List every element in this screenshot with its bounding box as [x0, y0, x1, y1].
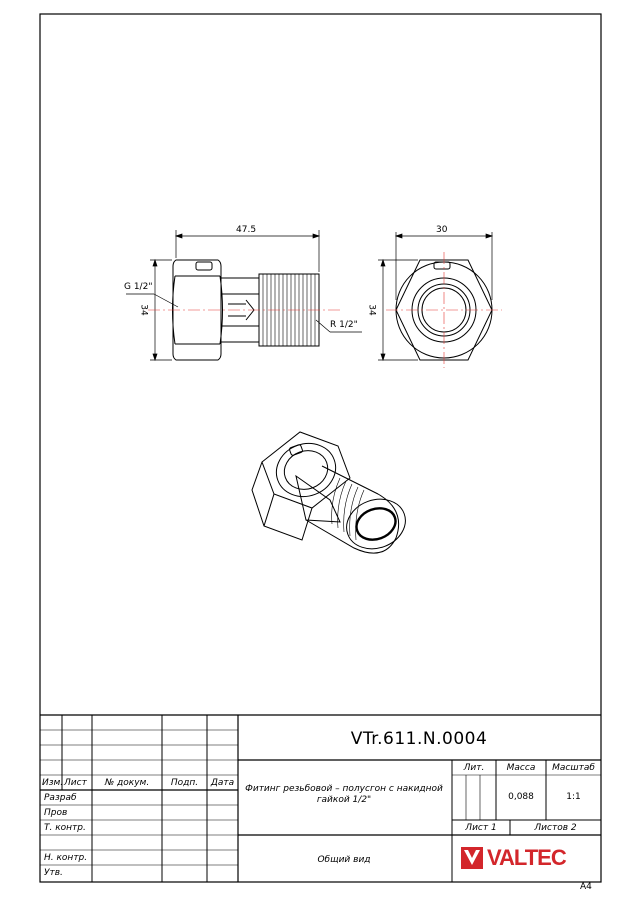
dim-length: 47.5 — [236, 225, 257, 235]
mass-value: 0,088 — [508, 792, 534, 802]
row-prov: Пров — [44, 808, 68, 818]
sheet-frame — [39, 13, 602, 883]
dim-height-left: 34 — [138, 304, 149, 316]
title-block-grid — [40, 714, 601, 882]
valtec-logo-mark — [461, 847, 483, 869]
thread-female-label: G 1/2" — [124, 282, 153, 292]
dim-width: 30 — [436, 225, 448, 235]
lit-label: Лит. — [463, 763, 485, 773]
col-list: Лист — [64, 778, 87, 788]
row-razrab: Разраб — [44, 793, 77, 803]
brand-name: VALTEC — [487, 845, 567, 870]
front-view — [126, 230, 362, 362]
dim-height-right: 34 — [366, 304, 377, 316]
document-title: Фитинг резьбовой – полусгон с накидной г… — [245, 784, 443, 805]
view-name: Общий вид — [317, 855, 371, 865]
doc-number: VTr.611.N.0004 — [350, 729, 488, 749]
scale-value: 1:1 — [566, 792, 581, 802]
isometric-view — [251, 431, 406, 554]
format-label: A4 — [580, 882, 592, 892]
mass-label: Масса — [506, 763, 536, 773]
row-utv: Утв. — [44, 868, 63, 878]
row-nkontr: Н. контр. — [44, 853, 88, 863]
sheet-label: Лист 1 — [465, 823, 497, 833]
row-tkontr: Т. контр. — [44, 823, 86, 833]
sheets-label: Листов 2 — [534, 823, 577, 833]
col-izm: Изм. — [42, 778, 64, 788]
valtec-logo: VALTEC — [461, 845, 591, 871]
thread-male-label: R 1/2" — [330, 320, 358, 330]
col-sign: Подп. — [170, 778, 199, 788]
col-date: Дата — [210, 778, 235, 788]
scale-label: Масштаб — [552, 763, 595, 773]
col-docnum: № докум. — [104, 778, 150, 788]
side-view — [378, 232, 502, 368]
